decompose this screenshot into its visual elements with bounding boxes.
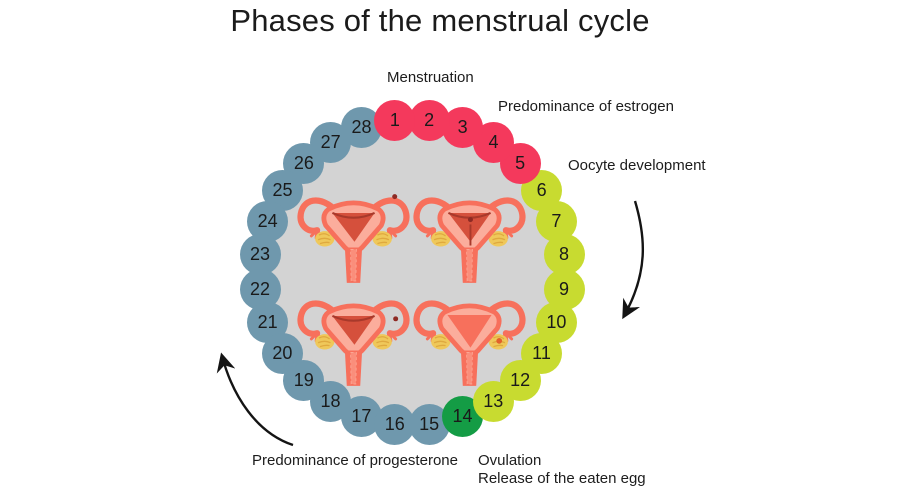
menstruation-label: Menstruation — [387, 69, 474, 86]
uterus-illustration-proliferative — [412, 184, 527, 285]
day-circle-18: 18 — [310, 381, 351, 422]
uterus-illustration-ovulation — [412, 287, 527, 388]
egg-dot — [467, 217, 473, 223]
cycle-direction-arrow-up-icon — [216, 352, 294, 447]
egg-dot — [392, 194, 398, 200]
day-circle-9: 9 — [543, 268, 585, 310]
egg-dot — [496, 337, 503, 344]
uterus-illustration-secretory — [296, 287, 411, 388]
day-circle-1: 1 — [374, 99, 416, 141]
ovulation-sub-label: Release of the eaten egg — [478, 469, 646, 487]
uterus-illustration-menstruation — [296, 194, 411, 285]
oocyte-development-label: Oocyte development — [568, 157, 706, 174]
estrogen-label: Predominance of estrogen — [498, 98, 674, 115]
ovulation-label: Ovulation — [478, 452, 542, 469]
day-circle-2: 2 — [408, 99, 450, 141]
day-circle-16: 16 — [374, 403, 416, 445]
cycle-direction-arrow-down-icon — [622, 200, 645, 320]
day-circle-5: 5 — [499, 143, 541, 185]
egg-dot — [393, 316, 399, 322]
ovulation-label-block: Ovulation Release of the eaten egg — [478, 452, 646, 487]
day-circle-23: 23 — [239, 234, 281, 276]
day-circle-13: 13 — [472, 381, 514, 423]
page-title: Phases of the menstrual cycle — [230, 3, 650, 38]
progesterone-label: Predominance of progesterone — [252, 452, 458, 469]
